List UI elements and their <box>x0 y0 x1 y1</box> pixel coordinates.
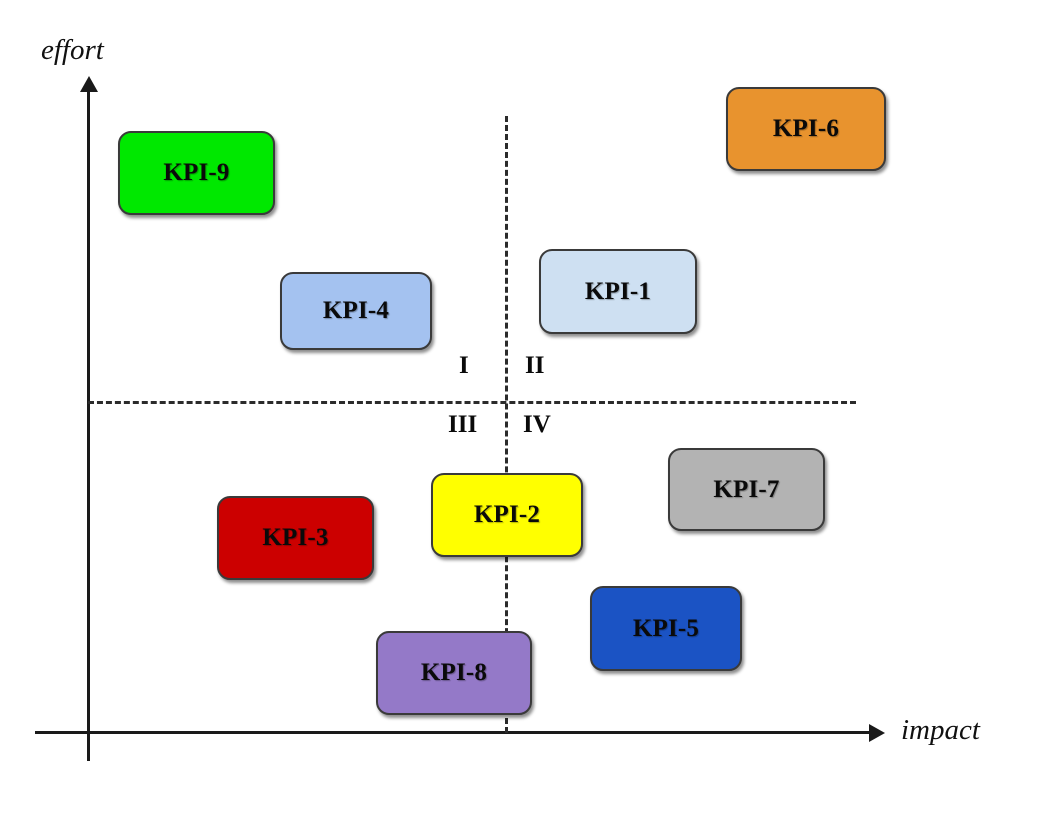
kpi-box-label: KPI-6 <box>772 115 840 142</box>
kpi-box-label: KPI-2 <box>473 501 541 528</box>
kpi-box-label: KPI-7 <box>713 475 780 503</box>
quadrant-divider-vertical <box>505 116 508 733</box>
kpi-box-kpi5[interactable]: KPI-5 <box>590 586 742 671</box>
y-axis-line <box>87 85 90 761</box>
quadrant-divider-horizontal <box>88 401 856 404</box>
x-axis-title: impact <box>901 714 980 746</box>
kpi-box-kpi1[interactable]: KPI-1 <box>539 249 697 334</box>
quadrant-label-iii: III <box>448 411 478 438</box>
kpi-box-kpi3[interactable]: KPI-3 <box>217 496 374 580</box>
y-axis-arrow-icon <box>80 76 98 92</box>
kpi-box-label: KPI-3 <box>262 524 329 551</box>
kpi-box-kpi8[interactable]: KPI-8 <box>376 631 532 715</box>
kpi-box-kpi7[interactable]: KPI-7 <box>668 448 825 531</box>
x-axis-line <box>35 731 875 734</box>
quadrant-label-i: I <box>459 352 469 379</box>
kpi-box-kpi9[interactable]: KPI-9 <box>118 131 275 215</box>
kpi-box-label: KPI-1 <box>584 277 652 305</box>
x-axis-arrow-icon <box>869 724 885 742</box>
quadrant-label-iv: IV <box>523 411 551 438</box>
kpi-box-label: KPI-9 <box>163 159 230 186</box>
kpi-box-label: KPI-5 <box>632 614 700 642</box>
kpi-box-label: KPI-4 <box>322 297 390 324</box>
kpi-box-kpi6[interactable]: KPI-6 <box>726 87 886 171</box>
quadrant-label-ii: II <box>525 352 545 379</box>
kpi-box-kpi2[interactable]: KPI-2 <box>431 473 583 557</box>
kpi-box-kpi4[interactable]: KPI-4 <box>280 272 432 350</box>
y-axis-title: effort <box>41 34 104 66</box>
kpi-box-label: KPI-8 <box>420 659 488 686</box>
